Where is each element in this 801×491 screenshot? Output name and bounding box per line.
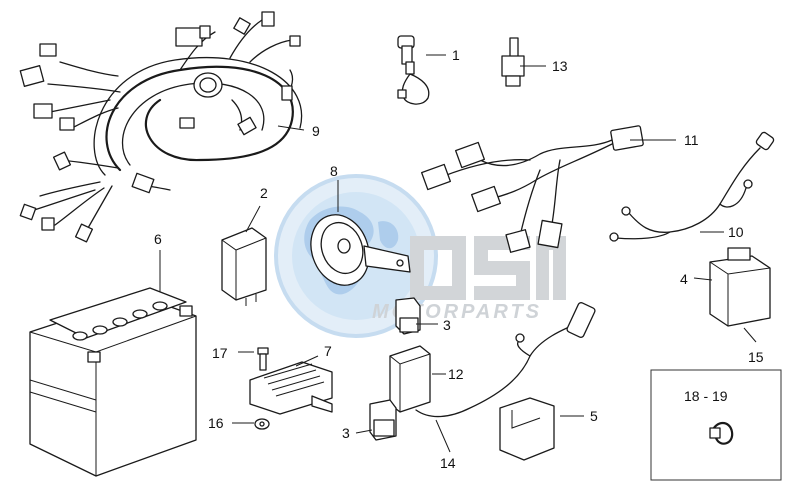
callout-labels: 1 13 9 11 8 2 10 6 4 3 15 17 7 12 16 3 5… <box>154 47 764 471</box>
callout-10: 10 <box>728 224 744 240</box>
horn-part-8 <box>310 214 411 286</box>
callout-7: 7 <box>324 343 332 359</box>
callout-13: 13 <box>552 58 568 74</box>
nut-part-16 <box>254 418 270 430</box>
callout-8: 8 <box>330 163 338 179</box>
callout-3-lower: 3 <box>342 425 350 441</box>
watermark-brand-letters <box>410 236 566 300</box>
leader-lines <box>159 54 757 453</box>
callout-5: 5 <box>590 408 598 424</box>
callout-2: 2 <box>260 185 268 201</box>
sensor-part-1 <box>397 35 430 105</box>
callout-9: 9 <box>312 123 320 139</box>
callout-6: 6 <box>154 231 162 247</box>
fuse-holder-part-13 <box>501 37 525 87</box>
relay-part-4 <box>709 247 771 327</box>
battery-part-6 <box>29 287 197 477</box>
connector-harness-part-11 <box>420 125 644 253</box>
relay-part-2 <box>221 227 267 306</box>
inset-label: 18 - 19 <box>684 388 728 404</box>
small-harness-part-10 <box>609 131 775 242</box>
callout-16: 16 <box>208 415 224 431</box>
screw-part-17 <box>257 347 269 371</box>
callout-3-upper: 3 <box>443 317 451 333</box>
fuse-part-3-upper <box>395 297 421 335</box>
connector-cover-part-5 <box>499 397 555 461</box>
callout-17: 17 <box>212 345 228 361</box>
main-wiring-harness <box>19 11 303 243</box>
callout-15: 15 <box>748 349 764 365</box>
callout-4: 4 <box>680 271 688 287</box>
callout-12: 12 <box>448 366 464 382</box>
callout-1: 1 <box>452 47 460 63</box>
fuse-part-3-lower <box>369 399 397 441</box>
regulator-part-7 <box>249 361 333 415</box>
fuse-box-part-12 <box>389 345 431 413</box>
inset-panel <box>650 369 782 481</box>
cable-part-14 <box>415 302 596 418</box>
callout-11: 11 <box>684 132 699 148</box>
callout-14: 14 <box>440 455 456 471</box>
